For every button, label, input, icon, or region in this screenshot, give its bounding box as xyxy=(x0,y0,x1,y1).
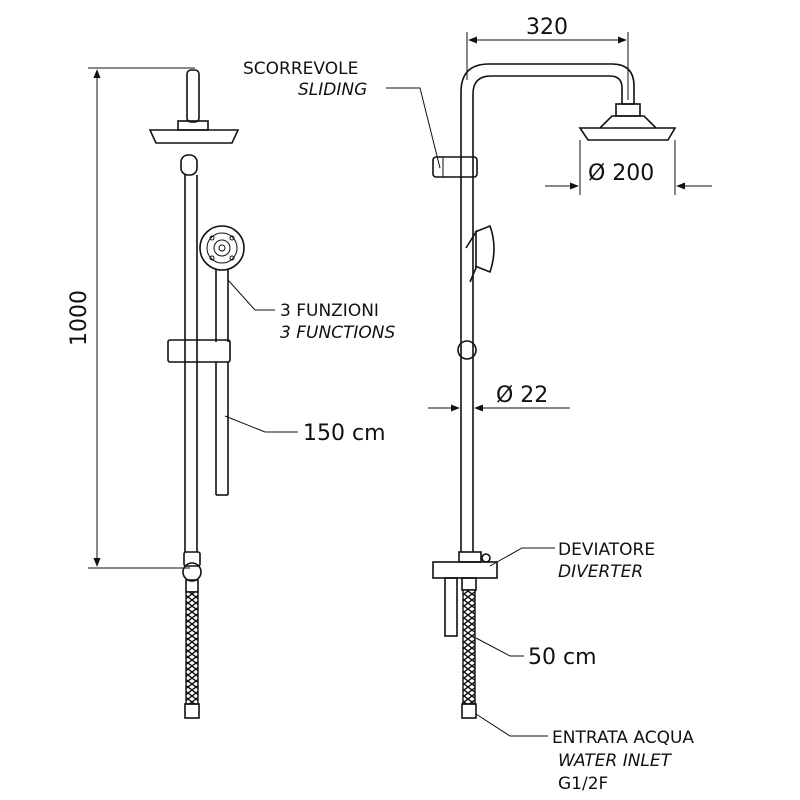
front-slider-holder xyxy=(167,339,231,363)
functions-label-it: 3 FUNZIONI xyxy=(280,301,379,321)
pipe-diameter-value: Ø 22 xyxy=(496,383,548,408)
water-inlet-label-it: ENTRATA ACQUA xyxy=(552,728,694,748)
side-sliding-holder xyxy=(432,156,478,178)
side-shower-head xyxy=(578,103,677,141)
hand-hose-length: 150 cm xyxy=(303,421,386,446)
water-inlet-thread: G1/2F xyxy=(558,774,608,794)
width-dimension: 320 xyxy=(466,15,629,100)
diverter-label-en: DIVERTER xyxy=(558,562,643,582)
front-shower-head xyxy=(148,120,240,144)
diverter-label-it: DEVIATORE xyxy=(558,540,655,560)
side-slider-knob xyxy=(457,340,477,360)
callout-hand-hose-length: 150 cm xyxy=(224,415,386,446)
width-value: 320 xyxy=(526,15,568,40)
water-inlet-label-en: WATER INLET xyxy=(558,751,673,771)
sliding-label-it: SCORREVOLE xyxy=(243,59,358,79)
pipe-diameter-dimension: Ø 22 xyxy=(428,383,570,412)
callout-functions: 3 FUNZIONI 3 FUNCTIONS xyxy=(227,279,396,343)
head-diameter-dimension: Ø 200 xyxy=(545,140,712,195)
side-hand-shower xyxy=(465,224,495,283)
callout-water-inlet: ENTRATA ACQUA WATER INLET G1/2F xyxy=(475,713,694,794)
height-dimension: 1000 xyxy=(67,67,195,569)
functions-label-en: 3 FUNCTIONS xyxy=(280,323,396,343)
front-hand-shower xyxy=(199,225,245,342)
head-diameter-value: Ø 200 xyxy=(588,161,654,186)
side-riser-pipe xyxy=(460,63,635,552)
front-inlet-hose xyxy=(182,551,202,719)
height-value: 1000 xyxy=(67,290,92,346)
front-view: 1000 xyxy=(67,67,396,719)
front-hand-hose xyxy=(215,362,229,496)
side-inlet-hose xyxy=(461,577,477,719)
sliding-label-en: SLIDING xyxy=(298,80,367,100)
callout-diverter: DEVIATORE DIVERTER xyxy=(489,540,655,582)
inlet-hose-length: 50 cm xyxy=(528,645,597,670)
front-riser-pipe xyxy=(180,69,200,552)
side-view: 320 Ø 200 xyxy=(243,15,712,794)
callout-inlet-hose-length: 50 cm xyxy=(475,637,597,670)
callout-sliding: SCORREVOLE SLIDING xyxy=(243,59,441,169)
